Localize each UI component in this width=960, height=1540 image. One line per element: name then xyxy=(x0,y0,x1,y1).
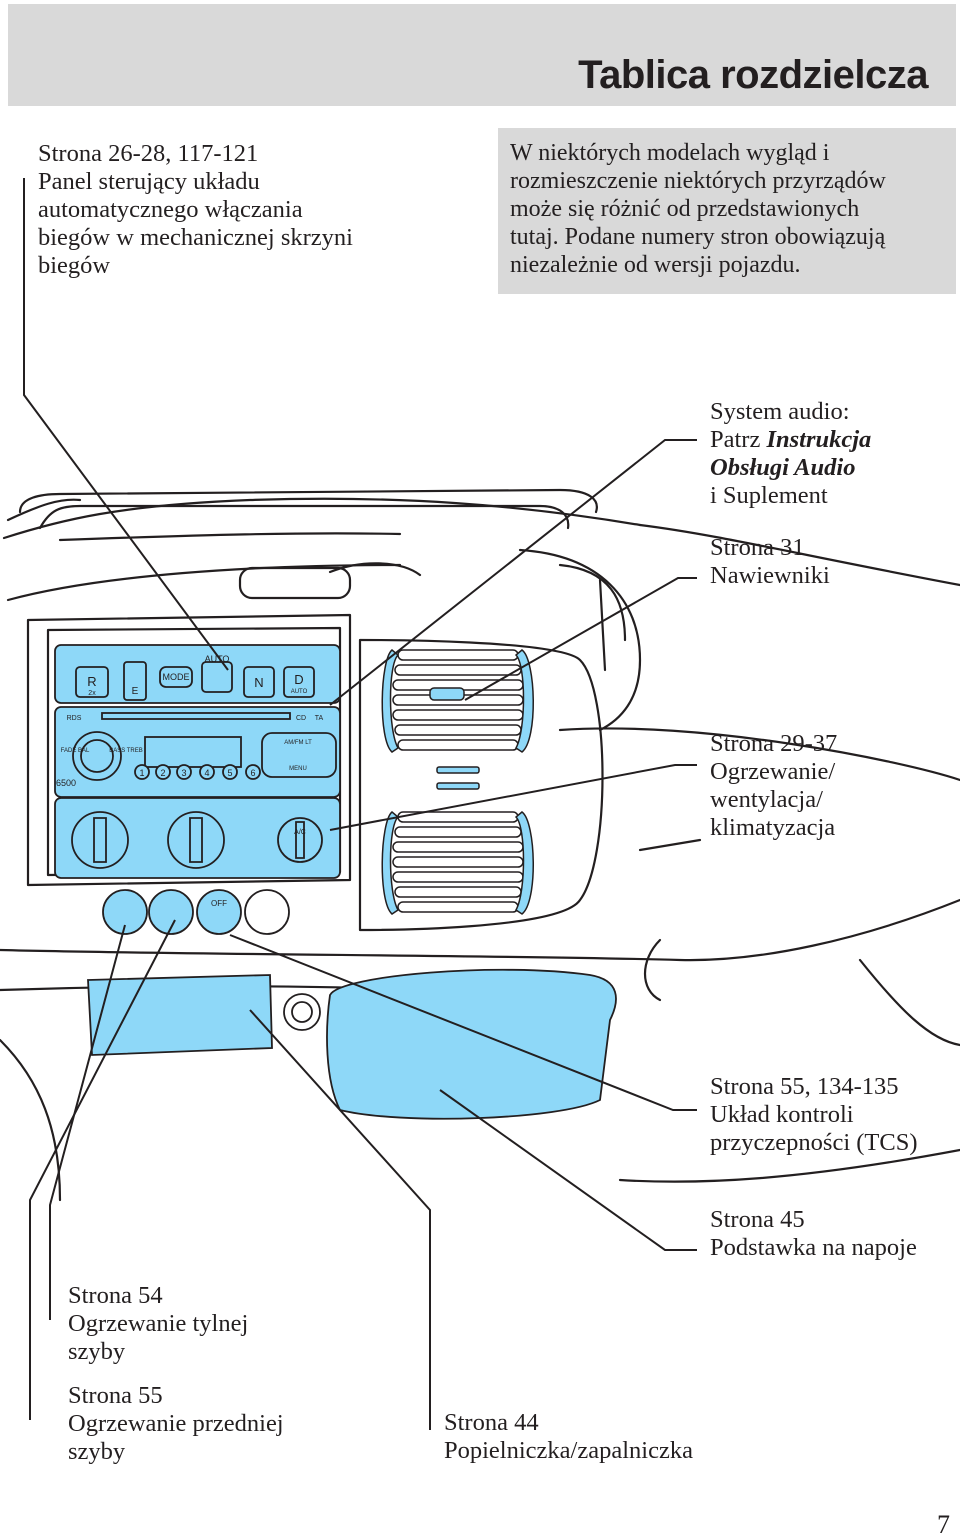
callout-line: Strona 55, 134-135 xyxy=(710,1073,899,1100)
fade-bal-mark: FADE BAL xyxy=(61,748,90,754)
menu-mark: MENU xyxy=(289,766,307,772)
callout-line: Strona 26-28, 117-121 xyxy=(38,140,259,167)
callout-line: przyczepności (TCS) xyxy=(710,1129,918,1156)
gear-n-mark: N xyxy=(254,675,263,690)
callout-front-defrost: Strona 55 Ogrzewanie przedniej szyby xyxy=(68,1382,284,1466)
rds-mark: RDS xyxy=(67,715,82,722)
callout-line: szyby xyxy=(68,1438,126,1465)
callout-cupholder: Strona 45 Podstawka na napoje xyxy=(710,1206,917,1262)
am-fm-mark: AM/FM LT xyxy=(284,740,312,746)
callout-gearbox: Strona 26-28, 117-121 Panel sterujący uk… xyxy=(38,140,353,280)
callout-line: Ogrzewanie przedniej xyxy=(68,1410,284,1437)
ac-mark: A/C xyxy=(294,829,306,836)
bass-treb-mark: BASS TREB xyxy=(109,748,143,754)
note-line: tutaj. Podane numery stron obowiązują xyxy=(510,224,886,250)
callout-line: i Suplement xyxy=(710,482,828,509)
callout-line: Podstawka na napoje xyxy=(710,1234,917,1261)
off-mark: OFF xyxy=(211,899,227,908)
callout-climate: Strona 29-37 Ogrzewanie/ wentylacja/ kli… xyxy=(710,730,837,842)
callout-line: Strona 55 xyxy=(68,1382,163,1409)
callout-line: Strona 54 xyxy=(68,1282,163,1309)
cd-mark: CD xyxy=(296,715,306,722)
callout-line: szyby xyxy=(68,1338,126,1365)
preset-4: 4 xyxy=(204,768,209,778)
callout-line: biegów xyxy=(38,252,111,279)
model-mark: 6500 xyxy=(56,778,76,788)
callout-line: Popielniczka/zapalniczka xyxy=(444,1437,693,1464)
callout-line: automatycznego włączania xyxy=(38,196,303,223)
callout-line: klimatyzacja xyxy=(710,814,836,841)
callout-line: Patrz Instrukcja xyxy=(710,426,871,454)
callout-line-prefix: Patrz xyxy=(710,426,767,453)
callout-vents: Strona 31 Nawiewniki xyxy=(710,534,830,590)
callout-line-emphasis: Instrukcja xyxy=(766,426,872,453)
mode-mark: MODE xyxy=(163,672,190,682)
note-line: może się różnić od przedstawionych xyxy=(510,196,860,222)
callout-line: Panel sterujący układu xyxy=(38,168,260,195)
note-line: rozmieszczenie niektórych przyrządów xyxy=(510,168,886,194)
ta-mark: TA xyxy=(315,715,324,722)
gear-r-mark: R xyxy=(87,674,96,689)
note-box: W niektórych modelach wygląd i rozmieszc… xyxy=(498,128,956,294)
preset-1: 1 xyxy=(139,768,144,778)
note-line: W niektórych modelach wygląd i xyxy=(510,140,830,166)
callout-audio: System audio: Patrz Instrukcja Obsługi A… xyxy=(710,398,871,510)
callout-line: Strona 45 xyxy=(710,1206,805,1233)
gear-e-mark: E xyxy=(132,686,139,697)
page-number: 7 xyxy=(937,1510,950,1539)
callout-line: System audio: xyxy=(710,398,850,425)
callout-line: Strona 29-37 xyxy=(710,730,838,757)
callout-line-emphasis: Obsługi Audio xyxy=(710,454,856,481)
page-title: Tablica rozdzielcza xyxy=(578,53,928,97)
callout-line: Układ kontroli xyxy=(710,1101,854,1128)
callout-line: Ogrzewanie/ xyxy=(710,758,836,785)
callout-line: biegów w mechanicznej skrzyni xyxy=(38,224,353,251)
preset-6: 6 xyxy=(250,768,255,778)
callout-line: wentylacja/ xyxy=(710,786,823,813)
gear-r-sub-mark: 2x xyxy=(88,690,96,697)
preset-2: 2 xyxy=(160,768,165,778)
callout-rear-defrost: Strona 54 Ogrzewanie tylnej szyby xyxy=(68,1282,248,1366)
gear-d-mark: D xyxy=(294,672,303,687)
preset-3: 3 xyxy=(181,768,186,778)
header-bar xyxy=(8,4,956,106)
callout-line: Ogrzewanie tylnej xyxy=(68,1310,249,1337)
callout-tcs: Strona 55, 134-135 Układ kontroli przycz… xyxy=(710,1073,918,1157)
callout-ashtray: Strona 44 Popielniczka/zapalniczka xyxy=(444,1409,693,1465)
preset-5: 5 xyxy=(227,768,232,778)
note-line: niezależnie od wersji pojazdu. xyxy=(510,252,801,278)
auto-mark: AUTO xyxy=(205,654,230,664)
callout-line: Strona 44 xyxy=(444,1409,539,1436)
gear-d-sub-mark: AUTO xyxy=(291,689,308,695)
callout-line: Nawiewniki xyxy=(710,562,830,589)
callout-line: Strona 31 xyxy=(710,534,805,561)
